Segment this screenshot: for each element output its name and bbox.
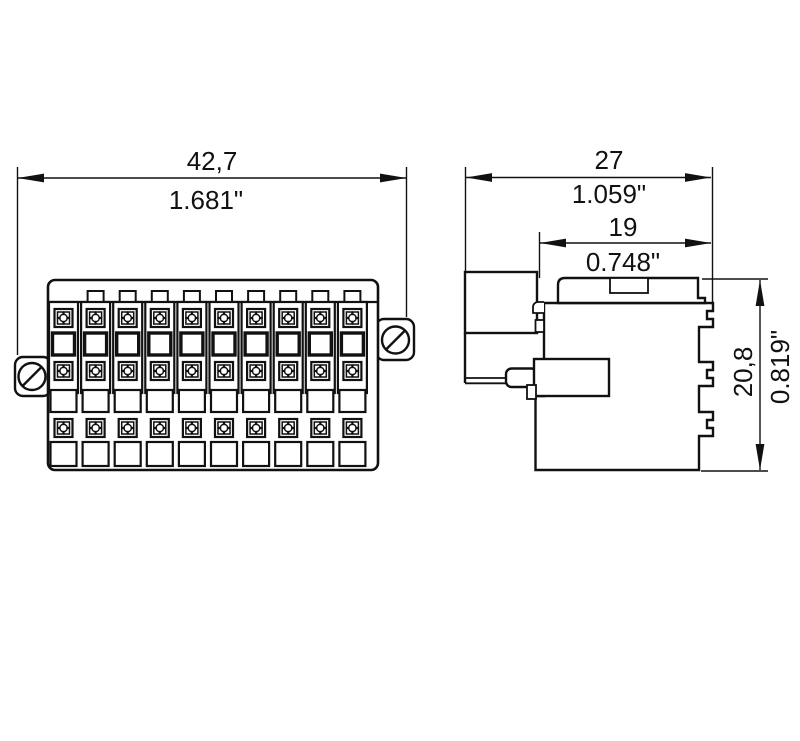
terminal-column <box>274 302 303 466</box>
side-depth-body-dimension: 19 0.748" <box>538 212 711 278</box>
terminal-column <box>242 302 271 466</box>
terminal-column <box>81 302 110 466</box>
arrow-right-icon <box>685 238 711 248</box>
terminal-column <box>210 302 239 466</box>
front-width-inch-label: 1.681" <box>169 185 243 215</box>
cap-notch <box>609 277 649 294</box>
side-depth-body-inch-label: 0.748" <box>586 247 660 277</box>
side-depth-total-mm-label: 27 <box>595 145 624 175</box>
arrow-right-icon <box>380 173 407 183</box>
left-screw-head-icon <box>17 361 47 392</box>
terminal-column <box>338 302 367 466</box>
left-edge-rib <box>534 319 545 333</box>
terminal-column <box>113 302 142 466</box>
arrow-left-icon <box>540 238 566 248</box>
side-depth-total-dimension: 27 1.059" <box>464 145 714 305</box>
front-view: 42,7 1.681" <box>13 146 416 472</box>
arrow-down-icon <box>755 444 765 470</box>
terminal-column <box>306 302 335 466</box>
side-view: 27 1.059" 19 0.748" 20,8 0.819" <box>463 145 795 472</box>
coding-tabs <box>86 290 362 303</box>
side-height-dimension: 20,8 0.819" <box>701 278 795 472</box>
boss-step <box>526 384 537 400</box>
terminal-column <box>145 302 174 466</box>
side-height-mm-label: 20,8 <box>728 347 758 398</box>
terminal-column <box>49 302 78 466</box>
left-edge-rib <box>532 301 544 314</box>
terminal-column <box>177 302 206 466</box>
side-screw <box>465 367 539 389</box>
side-height-inch-label: 0.819" <box>765 330 795 404</box>
right-screw-head-icon <box>380 325 411 355</box>
arrow-left-icon <box>466 173 492 182</box>
side-body <box>534 301 715 472</box>
flange-boss <box>532 357 611 398</box>
front-width-mm-label: 42,7 <box>187 146 238 176</box>
arrow-right-icon <box>685 173 711 182</box>
side-flange-plate <box>463 270 539 335</box>
arrow-up-icon <box>755 280 765 306</box>
arrow-left-icon <box>17 173 44 183</box>
front-width-dimension: 42,7 1.681" <box>16 146 408 355</box>
side-depth-total-inch-label: 1.059" <box>572 179 646 209</box>
side-depth-body-mm-label: 19 <box>609 212 638 242</box>
